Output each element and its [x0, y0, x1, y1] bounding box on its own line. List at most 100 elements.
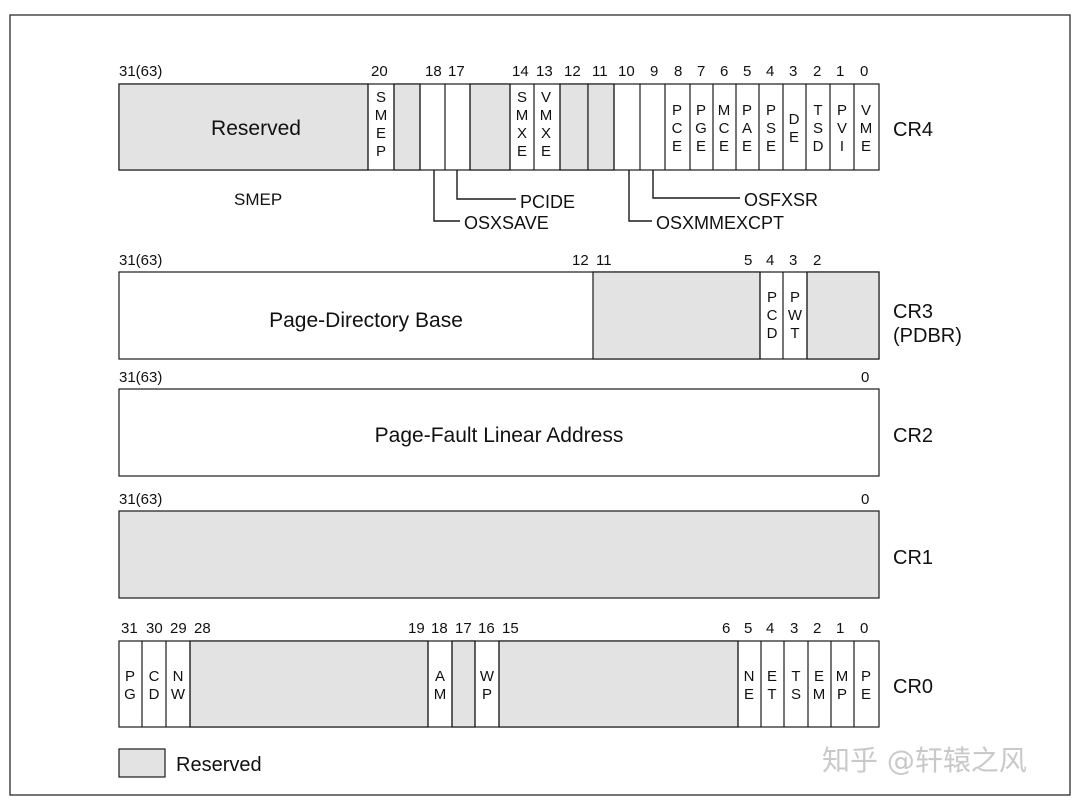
cr4-bit-14: 14	[512, 63, 529, 80]
cr4-reserved-label: Reserved	[211, 117, 301, 140]
cr0-register-name: CR0	[893, 676, 933, 698]
cr4-reserved-high	[118, 83, 369, 171]
cr3-bit-5: 5	[744, 252, 752, 269]
cr0-bit-1: 1	[836, 620, 844, 637]
cr4-bit-1: 1	[836, 63, 844, 80]
cr0-bit-29: 29	[170, 620, 187, 637]
cr0-bit-0: 0	[860, 620, 868, 637]
cr0-reserved-17	[451, 640, 476, 728]
legend-reserved-label: Reserved	[176, 754, 262, 776]
cr4-bit-18: 18	[425, 63, 442, 80]
cr3-bit-2: 2	[813, 252, 821, 269]
cr4-bit-4: 4	[766, 63, 774, 80]
cr4-bit-17: 17	[448, 63, 465, 80]
cr0-bit-5: 5	[744, 620, 752, 637]
cr3-bit-31: 31(63)	[119, 252, 162, 269]
watermark-text: 知乎 @轩辕之风	[822, 744, 1027, 777]
cr2-field-page-fault-linear-address: Page-Fault Linear Address	[375, 424, 624, 447]
cr4-bit-13: 13	[536, 63, 553, 80]
cr4-bit-3: 3	[789, 63, 797, 80]
cr0-bit-4: 4	[766, 620, 774, 637]
cr0-bit-16: 16	[478, 620, 495, 637]
cr4-dividers	[367, 84, 855, 170]
cr4-callout-lines	[433, 170, 740, 222]
cr3-register: 31(63) 12 11 5 4 3 2 Page-Directory Base…	[118, 252, 962, 360]
cr2-register: 31(63) 0 Page-Fault Linear Address CR2	[118, 369, 933, 477]
cr4-reserved-12	[559, 83, 589, 171]
cr4-callout-osfxsr: OSFXSR	[744, 190, 818, 210]
cr0-reserved-15-6	[498, 640, 739, 728]
cr4-bit-0: 0	[860, 63, 868, 80]
cr1-register: 31(63) 0 CR1	[118, 491, 933, 599]
cr4-smep-note: SMEP	[234, 190, 282, 209]
cr4-callout-osxsave: OSXSAVE	[464, 213, 549, 233]
cr0-dividers	[141, 641, 855, 727]
cr0-bit-15: 15	[502, 620, 519, 637]
cr0-bit-30: 30	[146, 620, 163, 637]
cr4-register: 31(63) 20 18 17 14 13 12 11 10 9 8 7 6 5…	[118, 63, 933, 233]
cr3-box	[118, 271, 880, 360]
cr1-bit-0: 0	[861, 491, 869, 508]
cr4-bit-7: 7	[697, 63, 705, 80]
legend-reserved-swatch	[118, 748, 166, 778]
cr3-bit-11: 11	[596, 252, 612, 269]
cr3-reserved-11-5	[592, 271, 761, 360]
cr4-bit-10: 10	[618, 63, 635, 80]
cr3-field-page-directory-base: Page-Directory Base	[269, 309, 463, 332]
cr4-bit-5: 5	[743, 63, 751, 80]
cr0-bit-3: 3	[790, 620, 798, 637]
cr3-dividers	[759, 272, 808, 359]
cr1-box-reserved	[118, 510, 880, 599]
cr2-box	[118, 388, 880, 477]
cr4-callout-osxmmexcpt: OSXMMEXCPT	[656, 213, 784, 233]
cr1-bit-31: 31(63)	[119, 491, 162, 508]
cr3-register-name: CR3	[893, 301, 933, 323]
cr4-bit-20: 20	[371, 63, 388, 80]
cr0-bit-2: 2	[813, 620, 821, 637]
cr3-reserved-2-0	[806, 271, 880, 360]
cr4-bit-11: 11	[592, 63, 608, 80]
cr3-register-subname: (PDBR)	[893, 325, 962, 347]
cr4-bit-2: 2	[813, 63, 821, 80]
cr2-bit-0: 0	[861, 369, 869, 386]
outer-frame	[9, 14, 1071, 796]
cr0-bit-19: 19	[408, 620, 425, 637]
cr0-bit-28: 28	[194, 620, 211, 637]
cr3-bit-12: 12	[572, 252, 589, 269]
cr0-bit-31: 31	[121, 620, 138, 637]
cr4-bit-31: 31(63)	[119, 63, 162, 80]
cr4-register-name: CR4	[893, 119, 933, 141]
cr2-register-name: CR2	[893, 425, 933, 447]
cr4-bit-8: 8	[674, 63, 682, 80]
cr0-reserved-28-19	[189, 640, 429, 728]
cr4-bit-6: 6	[720, 63, 728, 80]
cr3-bit-4: 4	[766, 252, 774, 269]
cr0-bit-18: 18	[431, 620, 448, 637]
cr3-bit-3: 3	[789, 252, 797, 269]
legend: Reserved	[118, 748, 262, 778]
cr4-bit-12: 12	[564, 63, 581, 80]
